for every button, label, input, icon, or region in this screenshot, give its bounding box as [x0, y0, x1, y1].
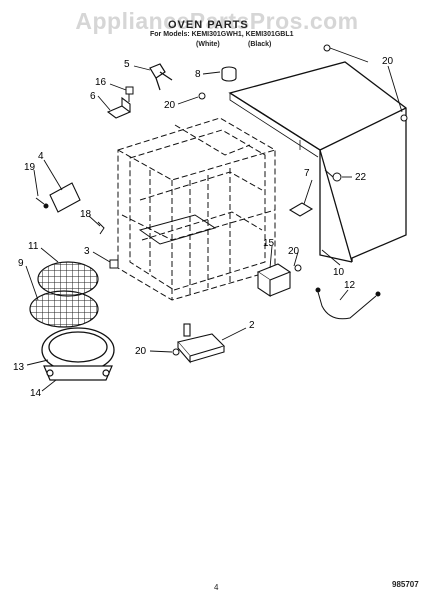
callout-2: 2: [249, 320, 255, 331]
callout-19: 19: [24, 162, 36, 173]
part-20-screws: [172, 44, 408, 356]
callout-9: 9: [18, 258, 24, 269]
part-6-bracket: [106, 96, 132, 119]
part-5-switch: [149, 63, 173, 91]
callout-18: 18: [80, 209, 92, 220]
part-7-pad: [288, 202, 314, 217]
page-title: OVEN PARTS: [168, 19, 249, 31]
callout-7: 7: [304, 168, 310, 179]
page-number: 4: [214, 583, 219, 592]
callout-14: 14: [30, 388, 42, 399]
part-8-cylinder: [221, 66, 237, 82]
callout-20-left: 20: [164, 100, 176, 111]
part-13-ring: [41, 327, 115, 373]
callout-10: 10: [333, 267, 345, 278]
models-line: For Models: KEMI301GWH1, KEMI301GBL1: [150, 31, 294, 38]
callout-6: 6: [90, 91, 96, 102]
callout-20-top: 20: [382, 56, 394, 67]
callout-5: 5: [124, 59, 130, 70]
color-black-label: (Black): [248, 41, 272, 48]
part-16-screw: [125, 86, 134, 102]
watermark: AppliancePartsPros.com: [75, 8, 359, 34]
callout-12: 12: [344, 280, 356, 291]
outer-cabinet: [228, 61, 407, 263]
part-19-screw: [35, 197, 49, 209]
callout-22: 22: [355, 172, 367, 183]
oven-cavity-frame: [117, 117, 276, 301]
callout-20-right: 20: [288, 246, 300, 257]
part-2-motor: [176, 323, 226, 364]
part-14-base: [43, 365, 113, 381]
callout-15: 15: [263, 238, 275, 249]
callout-3: 3: [84, 246, 90, 257]
part-9-grid-disc: [29, 290, 99, 328]
callout-11: 11: [28, 241, 39, 252]
part-12-cable: [315, 287, 381, 320]
callout-8: 8: [195, 69, 201, 80]
part-22-screw: [324, 169, 342, 182]
color-white-label: (White): [196, 41, 220, 48]
mid-plate: [138, 214, 217, 245]
callout-13: 13: [13, 362, 25, 373]
callout-16: 16: [95, 77, 107, 88]
callout-20-bottom: 20: [135, 346, 147, 357]
leader-lines: [25, 47, 403, 392]
part-18-clip: [97, 221, 105, 235]
document-number: 985707: [392, 580, 419, 589]
callout-4: 4: [38, 151, 44, 162]
part-3-nut: [109, 259, 119, 269]
part-4-plate: [49, 182, 81, 213]
part-15-transformer: [256, 263, 292, 298]
